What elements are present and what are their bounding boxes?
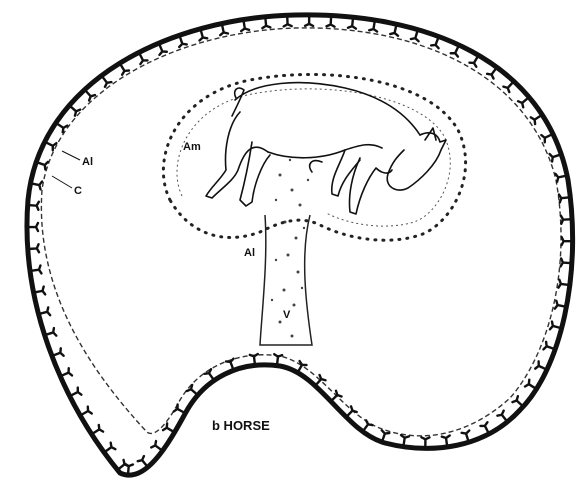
villus-tuft (550, 154, 560, 162)
villus-tuft (86, 91, 95, 100)
villus-tuft (535, 361, 545, 368)
villus-tuft (93, 425, 103, 433)
villus-tuft (512, 396, 521, 405)
villus-tuft (58, 124, 68, 132)
villus-tuft (47, 143, 57, 151)
villus-tuft (159, 45, 166, 55)
villus-tuft (187, 385, 196, 394)
villus-tuft (62, 368, 72, 375)
villus-tuft (121, 65, 129, 75)
villus-tuft (555, 301, 565, 309)
foal-fetus (206, 83, 446, 214)
villus-tuft (442, 436, 450, 445)
label-al-outer: Al (82, 156, 93, 168)
villus-tuft (431, 38, 438, 48)
villus-tuft (220, 26, 228, 36)
villus-tuft (125, 464, 133, 473)
villus-tuft (531, 116, 541, 124)
villus-tuft (47, 328, 57, 336)
villus-tuft (382, 430, 390, 440)
villus-tuft (550, 322, 560, 330)
villus-tuft (525, 380, 535, 388)
villus-tuft (274, 354, 282, 363)
villus-tuft (138, 456, 147, 465)
villus-tuft (451, 47, 458, 57)
villus-tuft (29, 223, 38, 231)
figure-caption: b HORSE (212, 418, 270, 433)
villus-tuft (72, 388, 82, 396)
villus-tuft (559, 194, 568, 202)
villus-tuft (369, 22, 377, 32)
villus-tuft (199, 31, 207, 41)
villus-tuft (179, 37, 187, 47)
villus-tuft (284, 17, 292, 26)
villus-tuft (561, 258, 570, 266)
chorion-outer-wall (27, 15, 573, 475)
chorionic-villi (29, 17, 571, 473)
villus-tuft (305, 17, 313, 26)
al-outer-pointer (62, 151, 80, 160)
c-pointer (52, 176, 72, 188)
villus-tuft (140, 54, 148, 64)
villus-tuft (480, 422, 488, 432)
villus-tuft (103, 77, 112, 87)
umbilical-cord (260, 215, 312, 345)
villus-tuft (40, 307, 50, 315)
villus-tuft (541, 135, 551, 142)
villus-tuft (106, 443, 116, 452)
villus-tuft (555, 174, 565, 182)
label-c: C (74, 185, 82, 197)
villus-tuft (32, 182, 42, 190)
villus-tuft (558, 280, 567, 288)
villus-tuft (54, 348, 64, 355)
villus-tuft (390, 26, 398, 36)
villus-tuft (250, 354, 258, 363)
label-am: Am (183, 141, 201, 153)
villus-tuft (348, 406, 357, 415)
villus-tuft (543, 342, 553, 350)
villus-tuft (462, 431, 470, 441)
villus-tuft (561, 216, 570, 224)
villus-tuft (562, 237, 571, 245)
villus-tuft (262, 19, 270, 28)
villus-tuft (32, 265, 41, 273)
villus-tuft (348, 19, 356, 28)
villus-tuft (497, 411, 506, 421)
villus-tuft (411, 32, 419, 42)
villus-tuft (241, 22, 249, 32)
villus-tuft (421, 437, 429, 446)
villus-tuft (469, 57, 477, 67)
label-v: V (283, 309, 291, 321)
villus-tuft (151, 441, 161, 450)
villus-tuft (30, 244, 39, 252)
villus-tuft (401, 435, 409, 444)
villus-tuft (503, 83, 512, 92)
villus-tuft (82, 407, 92, 415)
villus-tuft (487, 69, 496, 79)
villus-tuft (299, 361, 307, 371)
villus-tuft (518, 98, 527, 107)
label-al-inner: Al (244, 247, 255, 259)
villus-tuft (30, 202, 39, 210)
villus-tuft (36, 287, 46, 295)
villus-tuft (327, 18, 335, 27)
